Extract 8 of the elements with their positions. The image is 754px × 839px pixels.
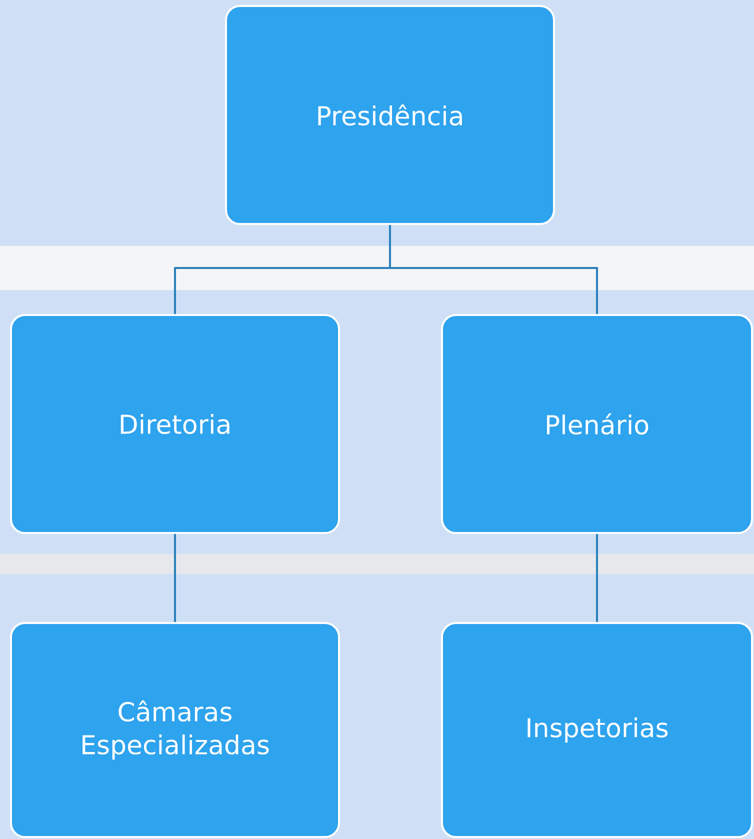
- org-box: Câmaras Especializadas: [10, 622, 340, 838]
- connector-line: [596, 534, 598, 622]
- org-box: Presidência: [225, 5, 555, 225]
- org-box: Inspetorias: [441, 622, 753, 838]
- org-box: Plenário: [441, 314, 753, 534]
- connector-line: [389, 225, 598, 314]
- org-box: Diretoria: [10, 314, 340, 534]
- connector-line: [174, 534, 176, 622]
